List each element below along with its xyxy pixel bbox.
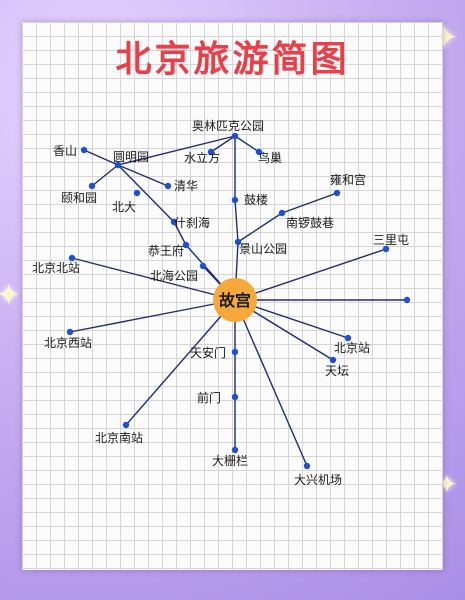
station-dot-xiangshan[interactable] xyxy=(80,146,88,154)
station-dot-shichahai[interactable] xyxy=(170,218,178,226)
station-label-beijingbei: 北京北站 xyxy=(32,261,80,275)
station-dot-jingshan[interactable] xyxy=(234,238,242,246)
route-line xyxy=(83,149,119,166)
station-label-yiheyuan: 颐和园 xyxy=(61,191,97,205)
station-dots xyxy=(66,132,411,470)
station-label-beijingxi: 北京西站 xyxy=(44,336,92,350)
station-dot-beijingnan[interactable] xyxy=(122,421,130,429)
station-dot-yiheyuan[interactable] xyxy=(88,182,96,190)
route-line xyxy=(234,135,260,153)
route-line xyxy=(173,221,187,246)
station-label-nanluoguxiang: 南锣鼓巷 xyxy=(286,215,334,230)
station-label-yuanmingyuan: 圆明园 xyxy=(113,150,149,164)
station-dot-yuanmingyuan[interactable] xyxy=(114,161,122,169)
station-dot-gulou[interactable] xyxy=(231,196,239,204)
station-label-beijingnan: 北京南站 xyxy=(95,430,143,445)
station-dot-beida[interactable] xyxy=(133,189,141,197)
station-dot-sanlitun[interactable] xyxy=(382,245,390,253)
station-label-tiantan: 天坛 xyxy=(325,364,349,378)
route-line xyxy=(234,299,308,467)
station-label-shichahai: 什刹海 xyxy=(174,215,210,230)
station-label-qinghua: 清华 xyxy=(174,179,198,193)
grid-paper xyxy=(22,22,443,570)
center-label: 故宫 xyxy=(219,291,251,310)
station-dot-qinghua[interactable] xyxy=(164,182,172,190)
station-label-gongwangfu: 恭王府 xyxy=(148,243,184,258)
station-dot-beihai[interactable] xyxy=(199,262,207,270)
station-label-jingshan: 景山公园 xyxy=(239,242,287,256)
station-label-niaochao: 鸟巢 xyxy=(258,150,282,165)
route-lines xyxy=(69,135,407,467)
center-circle[interactable] xyxy=(213,278,257,322)
route-line xyxy=(281,192,338,214)
route-line xyxy=(234,248,387,301)
station-label-beijingzhan: 北京站 xyxy=(334,341,370,355)
route-line xyxy=(125,299,236,426)
station-label-xiangshan: 香山 xyxy=(53,144,77,158)
station-label-gulou: 鼓楼 xyxy=(244,192,268,207)
station-label-aoti: 奥林匹克公园 xyxy=(192,119,264,133)
route-line xyxy=(69,299,236,333)
station-dot-gongwangfu[interactable] xyxy=(182,241,190,249)
route-line xyxy=(117,135,236,166)
station-dot-beijingbei[interactable] xyxy=(68,254,76,262)
station-label-qianmen: 前门 xyxy=(197,390,221,405)
route-line xyxy=(237,212,283,243)
star-icon: ✦ xyxy=(0,278,22,313)
station-dot-aoti[interactable] xyxy=(231,132,239,140)
station-dot-shuilifang[interactable] xyxy=(207,148,215,156)
station-label-sanlitun: 三里屯 xyxy=(373,233,409,247)
station-dot-daxing[interactable] xyxy=(303,462,311,470)
station-label-beihai: 北海公园 xyxy=(150,268,198,283)
station-dot-qianmen[interactable] xyxy=(231,393,239,401)
station-dot-nanluoguxiang[interactable] xyxy=(278,209,286,217)
route-line xyxy=(117,164,175,223)
station-dot-niaochao[interactable] xyxy=(255,148,263,156)
station-dot-tiantan[interactable] xyxy=(329,356,337,364)
station-dot-east[interactable] xyxy=(403,296,411,304)
station-label-yonghegong: 雍和宫 xyxy=(330,172,366,187)
route-line xyxy=(210,135,236,153)
route-line xyxy=(71,257,236,301)
station-label-daxing: 大兴机场 xyxy=(294,473,342,487)
station-dot-dashilan[interactable] xyxy=(231,446,239,454)
route-line xyxy=(91,164,119,187)
route-line xyxy=(117,164,169,187)
station-dot-beijingxi[interactable] xyxy=(66,328,74,336)
station-dot-beijingzhan[interactable] xyxy=(344,334,352,342)
center-hub: 故宫 xyxy=(213,278,257,322)
station-dot-tiananmen[interactable] xyxy=(231,348,239,356)
station-dot-yonghegong[interactable] xyxy=(333,189,341,197)
route-line xyxy=(234,199,239,243)
page-title: 北京旅游简图 xyxy=(115,38,350,80)
station-label-dashilan: 大栅栏 xyxy=(212,453,248,468)
station-label-tiananmen: 天安门 xyxy=(190,345,226,360)
station-label-beida: 北大 xyxy=(112,200,136,214)
station-label-shuilifang: 水立方 xyxy=(184,150,220,165)
